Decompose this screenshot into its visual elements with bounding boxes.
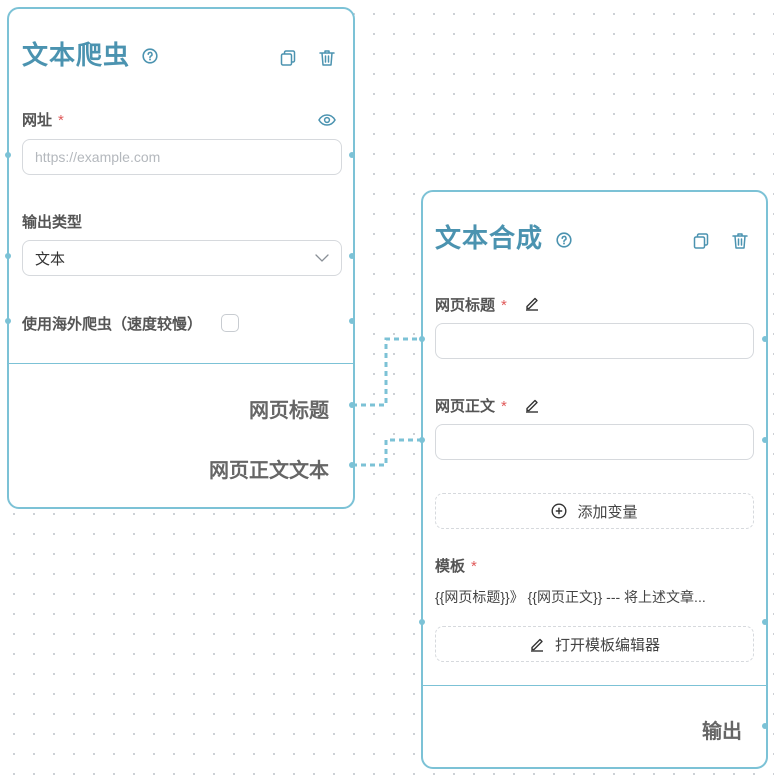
edit-icon[interactable] [524, 397, 540, 413]
port-body-out[interactable] [349, 462, 355, 468]
port-type-in[interactable] [5, 253, 11, 259]
overseas-crawler-checkbox[interactable] [221, 314, 239, 332]
crawler-node[interactable]: 文本爬虫 网址* 输出类型 文本 使用海外爬虫（速度较慢） 网页标题 网页正文文… [7, 7, 355, 509]
port-url-out[interactable] [349, 152, 355, 158]
template-label: 模板* [435, 558, 477, 575]
chevron-down-icon [315, 254, 329, 262]
plus-circle-icon [551, 503, 567, 519]
output-webpage-title: 网页标题 [249, 400, 329, 422]
synth-node[interactable]: 文本合成 网页标题* 网页正文* 添加变量 模板* {{网页标题}}》 {{网页… [421, 190, 768, 769]
delete-icon[interactable] [731, 231, 749, 251]
help-icon[interactable] [142, 48, 158, 64]
required-mark: * [58, 112, 64, 129]
edit-icon[interactable] [524, 295, 540, 311]
edge-body [352, 438, 422, 467]
open-template-editor-button[interactable]: 打开模板编辑器 [435, 626, 754, 662]
port-title-out[interactable] [349, 402, 355, 408]
webpage-body-field-label: 网页正文* [435, 398, 507, 415]
help-icon[interactable] [556, 232, 572, 248]
port-title-side-out[interactable] [762, 336, 768, 342]
add-variable-label: 添加变量 [577, 503, 638, 521]
port-url-in[interactable] [5, 152, 11, 158]
synth-node-title: 文本合成 [435, 223, 544, 253]
required-mark: * [501, 398, 507, 415]
port-title-in[interactable] [419, 336, 425, 342]
required-mark: * [471, 558, 477, 575]
output-type-select[interactable]: 文本 [22, 240, 342, 276]
port-type-out[interactable] [349, 253, 355, 259]
port-template-out[interactable] [762, 619, 768, 625]
port-overseas-in[interactable] [5, 318, 11, 324]
port-body-in[interactable] [419, 437, 425, 443]
copy-icon[interactable] [692, 232, 710, 250]
output-type-value: 文本 [35, 250, 66, 268]
port-body-side-out[interactable] [762, 437, 768, 443]
open-template-editor-label: 打开模板编辑器 [554, 636, 660, 654]
output-type-label: 输出类型 [22, 214, 83, 231]
synth-divider [423, 685, 766, 686]
port-overseas-out[interactable] [349, 318, 355, 324]
edit-icon [529, 636, 545, 652]
output-webpage-body-text: 网页正文文本 [209, 460, 329, 482]
delete-icon[interactable] [318, 48, 336, 68]
webpage-title-field-label: 网页标题* [435, 297, 507, 314]
webpage-title-variable-input[interactable] [435, 323, 754, 359]
copy-icon[interactable] [279, 49, 297, 67]
url-label: 网址* [22, 112, 64, 129]
add-variable-button[interactable]: 添加变量 [435, 493, 754, 529]
eye-icon[interactable] [318, 113, 336, 127]
crawler-node-title: 文本爬虫 [22, 40, 131, 70]
port-output-out[interactable] [762, 723, 768, 729]
required-mark: * [501, 297, 507, 314]
crawler-divider [9, 363, 353, 364]
output-label: 输出 [702, 721, 742, 743]
overseas-crawler-label: 使用海外爬虫（速度较慢） [22, 316, 203, 333]
webpage-body-variable-input[interactable] [435, 424, 754, 460]
template-preview[interactable]: {{网页标题}}》 {{网页正文}} --- 将上述文章... [435, 589, 706, 605]
port-template-in[interactable] [419, 619, 425, 625]
url-input[interactable] [22, 139, 342, 175]
edge-title [352, 337, 422, 407]
